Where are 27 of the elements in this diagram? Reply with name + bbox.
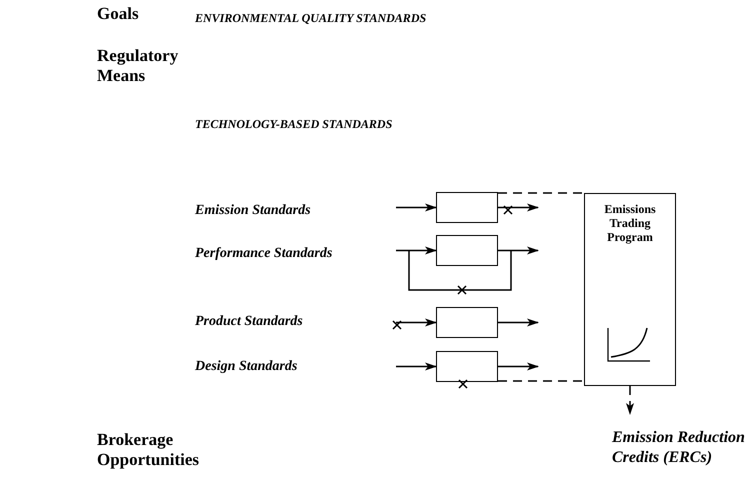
- arrow: [396, 204, 437, 212]
- caption: ENVIRONMENTAL QUALITY STANDARDS: [195, 11, 426, 26]
- standard-box: [436, 192, 498, 223]
- dashed-connector: [498, 192, 584, 194]
- row-label: Performance Standards: [195, 246, 332, 262]
- box-title: Emissions Trading Program: [603, 202, 657, 244]
- standard-box: [436, 351, 498, 382]
- row-label: Design Standards: [195, 359, 298, 375]
- row-label: Product Standards: [195, 314, 303, 330]
- arrow: [396, 246, 437, 254]
- standard-box: [436, 235, 498, 266]
- arrow: [396, 318, 437, 326]
- heading: Regulatory Means: [97, 46, 180, 86]
- dashed-connector: [626, 386, 634, 415]
- arrow: [396, 362, 437, 370]
- output-label: Emission Reduction Credits (ERCs): [612, 428, 746, 468]
- dashed-connector: [498, 380, 584, 382]
- arrow: [498, 318, 539, 326]
- standard-box: [436, 307, 498, 338]
- arrow: [498, 246, 539, 254]
- arrow: [498, 204, 539, 212]
- heading: Goals: [97, 4, 139, 24]
- arrow: [498, 362, 539, 370]
- program-box: [584, 193, 676, 386]
- row-label: Emission Standards: [195, 203, 311, 219]
- caption: TECHNOLOGY-BASED STANDARDS: [195, 117, 392, 132]
- heading: Brokerage Opportunities: [97, 430, 200, 470]
